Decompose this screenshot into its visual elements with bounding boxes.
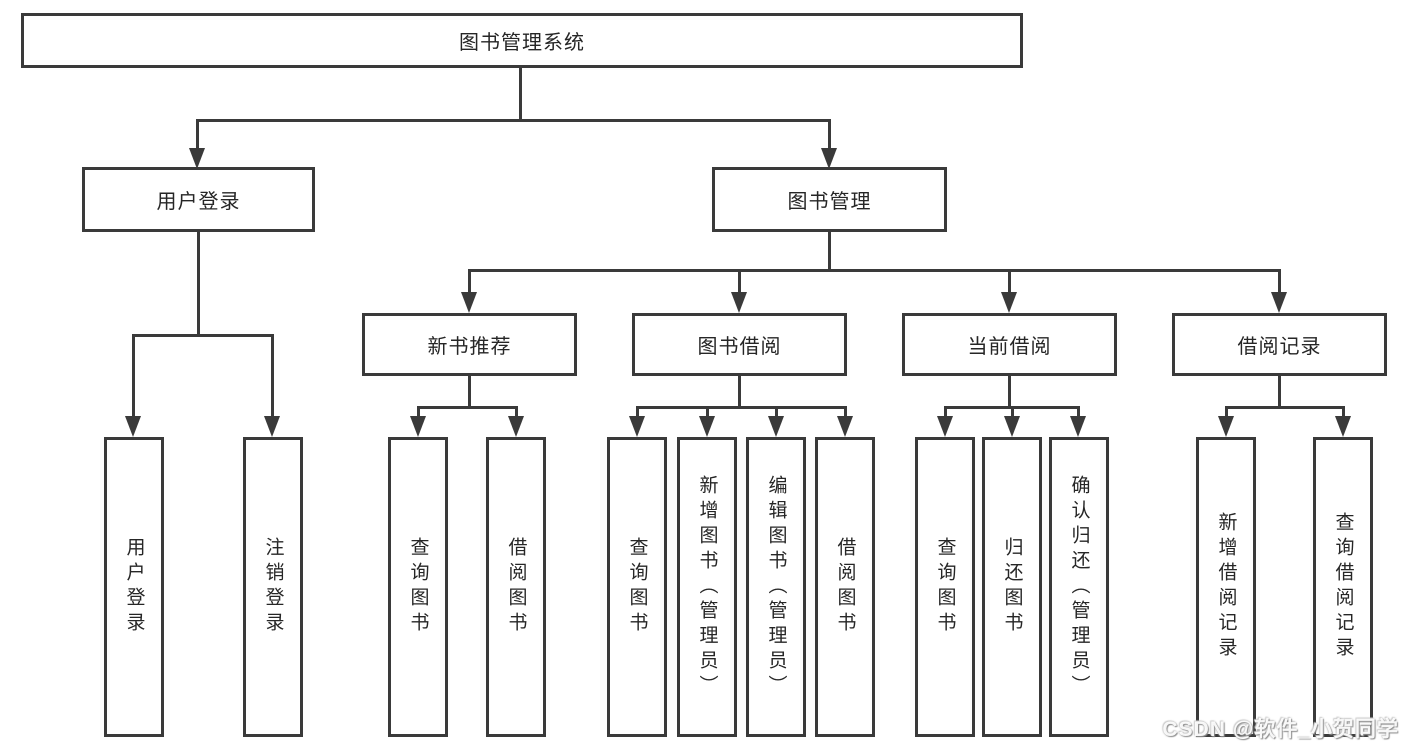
arrowhead-down-icon	[189, 148, 205, 169]
connector-line	[271, 334, 274, 420]
arrowhead-down-icon	[629, 416, 645, 437]
leaf-confirm-return-admin-label: 确认归还（管理员）	[1068, 474, 1090, 700]
arrowhead-down-icon	[1335, 416, 1351, 437]
connector-line	[828, 119, 831, 152]
arrowhead-down-icon	[1001, 292, 1017, 313]
connector-line	[132, 334, 135, 420]
node-book-management-label: 图书管理	[787, 191, 872, 213]
node-borrowing-records-label: 借阅记录	[1237, 336, 1322, 358]
root-node: 图书管理系统	[21, 13, 1023, 68]
connector-line	[468, 376, 471, 409]
leaf-query-books-borrowing: 查询图书	[607, 437, 667, 737]
arrowhead-down-icon	[731, 292, 747, 313]
leaf-query-borrow-record: 查询借阅记录	[1313, 437, 1373, 737]
connector-line	[132, 334, 274, 337]
node-new-book-recommend-label: 新书推荐	[427, 336, 512, 358]
leaf-query-books-recommend-label: 查询图书	[407, 537, 429, 637]
leaf-user-login-label: 用户登录	[123, 537, 145, 637]
arrowhead-down-icon	[1004, 416, 1020, 437]
leaf-logout: 注销登录	[243, 437, 303, 737]
leaf-user-login: 用户登录	[104, 437, 164, 737]
leaf-logout-label: 注销登录	[262, 537, 284, 637]
connector-line	[468, 269, 1281, 272]
connector-line	[515, 406, 518, 420]
leaf-edit-book-admin-label: 编辑图书（管理员）	[765, 474, 787, 700]
connector-line	[468, 269, 471, 295]
connector-line	[636, 406, 847, 409]
arrowhead-down-icon	[1070, 416, 1086, 437]
connector-line	[417, 406, 518, 409]
arrowhead-down-icon	[699, 416, 715, 437]
node-book-borrowing-label: 图书借阅	[697, 336, 782, 358]
connector-line	[1011, 406, 1014, 420]
connector-line	[196, 119, 831, 122]
connector-line	[1225, 406, 1345, 409]
connector-line	[1008, 269, 1011, 295]
connector-line	[1278, 269, 1281, 295]
connector-line	[844, 406, 847, 420]
leaf-add-book-admin-label: 新增图书（管理员）	[696, 474, 718, 700]
arrowhead-down-icon	[1271, 292, 1287, 313]
node-user-login-label: 用户登录	[156, 191, 241, 213]
arrowhead-down-icon	[768, 416, 784, 437]
arrowhead-down-icon	[508, 416, 524, 437]
connector-line	[1008, 376, 1011, 409]
connector-line	[1225, 406, 1228, 420]
leaf-borrow-books-borrowing: 借阅图书	[815, 437, 875, 737]
connector-line	[775, 406, 778, 420]
node-current-borrowing: 当前借阅	[902, 313, 1117, 376]
arrowhead-down-icon	[821, 148, 837, 169]
arrowhead-down-icon	[1218, 416, 1234, 437]
connector-line	[197, 232, 200, 337]
connector-line	[519, 68, 522, 122]
connector-line	[636, 406, 639, 420]
node-borrowing-records: 借阅记录	[1172, 313, 1387, 376]
leaf-query-books-current: 查询图书	[915, 437, 975, 737]
node-new-book-recommend: 新书推荐	[362, 313, 577, 376]
leaf-confirm-return-admin: 确认归还（管理员）	[1049, 437, 1109, 737]
node-book-borrowing: 图书借阅	[632, 313, 847, 376]
connector-line	[944, 406, 947, 420]
connector-line	[738, 376, 741, 409]
arrowhead-down-icon	[410, 416, 426, 437]
arrowhead-down-icon	[937, 416, 953, 437]
leaf-edit-book-admin: 编辑图书（管理员）	[746, 437, 806, 737]
connector-line	[1342, 406, 1345, 420]
arrowhead-down-icon	[125, 416, 141, 437]
csdn-watermark: CSDN @软件_小贺同学	[1162, 718, 1399, 741]
leaf-add-borrow-record-label: 新增借阅记录	[1215, 512, 1237, 662]
leaf-borrow-books-recommend-label: 借阅图书	[505, 537, 527, 637]
connector-line	[738, 269, 741, 295]
leaf-return-books: 归还图书	[982, 437, 1042, 737]
connector-line	[417, 406, 420, 420]
arrowhead-down-icon	[461, 292, 477, 313]
node-book-management: 图书管理	[712, 167, 947, 232]
leaf-borrow-books-recommend: 借阅图书	[486, 437, 546, 737]
node-user-login: 用户登录	[82, 167, 315, 232]
leaf-return-books-label: 归还图书	[1001, 537, 1023, 637]
connector-line	[706, 406, 709, 420]
leaf-query-books-borrowing-label: 查询图书	[626, 537, 648, 637]
leaf-add-borrow-record: 新增借阅记录	[1196, 437, 1256, 737]
leaf-query-books-current-label: 查询图书	[934, 537, 956, 637]
arrowhead-down-icon	[837, 416, 853, 437]
leaf-borrow-books-borrowing-label: 借阅图书	[834, 537, 856, 637]
node-current-borrowing-label: 当前借阅	[967, 336, 1052, 358]
connector-line	[196, 119, 199, 152]
leaf-query-books-recommend: 查询图书	[388, 437, 448, 737]
root-node-label: 图书管理系统	[459, 32, 585, 54]
connector-line	[828, 232, 831, 272]
leaf-query-borrow-record-label: 查询借阅记录	[1332, 512, 1354, 662]
arrowhead-down-icon	[264, 416, 280, 437]
connector-line	[1077, 406, 1080, 420]
leaf-add-book-admin: 新增图书（管理员）	[677, 437, 737, 737]
connector-line	[1278, 376, 1281, 409]
